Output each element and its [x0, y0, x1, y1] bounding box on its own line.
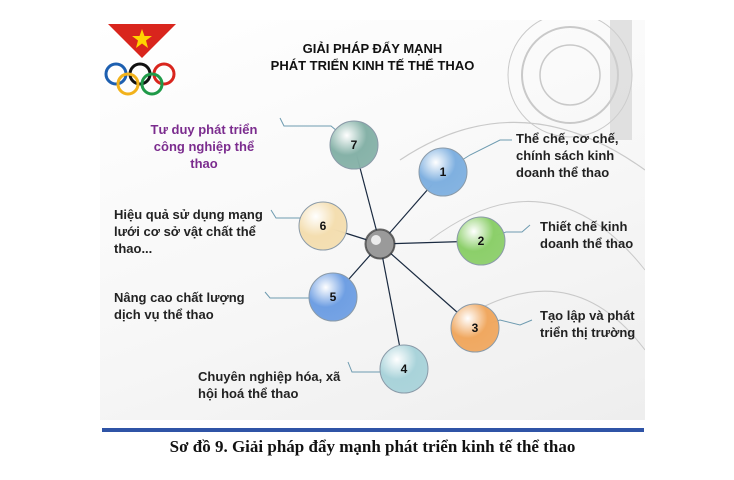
node-5-label: Nâng cao chất lượng dịch vụ thể thao [114, 290, 245, 322]
caption-rule [102, 428, 644, 432]
node-3-number: 3 [472, 321, 479, 335]
diagram-title: GIẢI PHÁP ĐẨY MẠNH PHÁT TRIỂN KINH TẾ TH… [100, 40, 645, 74]
node-5-bubble [308, 272, 358, 322]
olympic-logo [104, 24, 176, 96]
node-7-number: 7 [351, 138, 358, 152]
title-line-1: GIẢI PHÁP ĐẨY MẠNH [302, 41, 443, 56]
node-6-bubble [298, 201, 348, 251]
node-5-number: 5 [330, 290, 337, 304]
node-2-number: 2 [478, 234, 485, 248]
node-2-label: Thiết chế kinh doanh thể thao [540, 219, 634, 251]
hub-node [365, 229, 395, 259]
node-6-number: 6 [320, 219, 327, 233]
node-4-number: 4 [401, 362, 408, 376]
node-1-bubble [418, 147, 468, 197]
node-1-number: 1 [440, 165, 447, 179]
title-line-2: PHÁT TRIỂN KINH TẾ THỂ THAO [270, 58, 475, 73]
figure-caption: Sơ đồ 9. Giải pháp đẩy mạnh phát triển k… [169, 437, 576, 456]
olympic-rings-icon [104, 62, 176, 96]
node-4-label: Chuyên nghiệp hóa, xã hội hoá thể thao [198, 369, 341, 401]
node-6-label: Hiệu quả sử dụng mạng lưới cơ sở vật chấ… [114, 207, 263, 256]
node-2-bubble [456, 216, 506, 266]
node-1-label: Thể chế, cơ chế, chính sách kinh doanh t… [516, 131, 619, 180]
node-7-bubble [329, 120, 379, 170]
node-3-bubble [450, 303, 500, 353]
background-strip [610, 20, 632, 140]
node-3-label: Tạo lập và phát triển thị trường [540, 308, 636, 340]
node-7-label: Tư duy phát triển công nghiệp thể thao [150, 122, 258, 171]
node-4-bubble [379, 344, 429, 394]
